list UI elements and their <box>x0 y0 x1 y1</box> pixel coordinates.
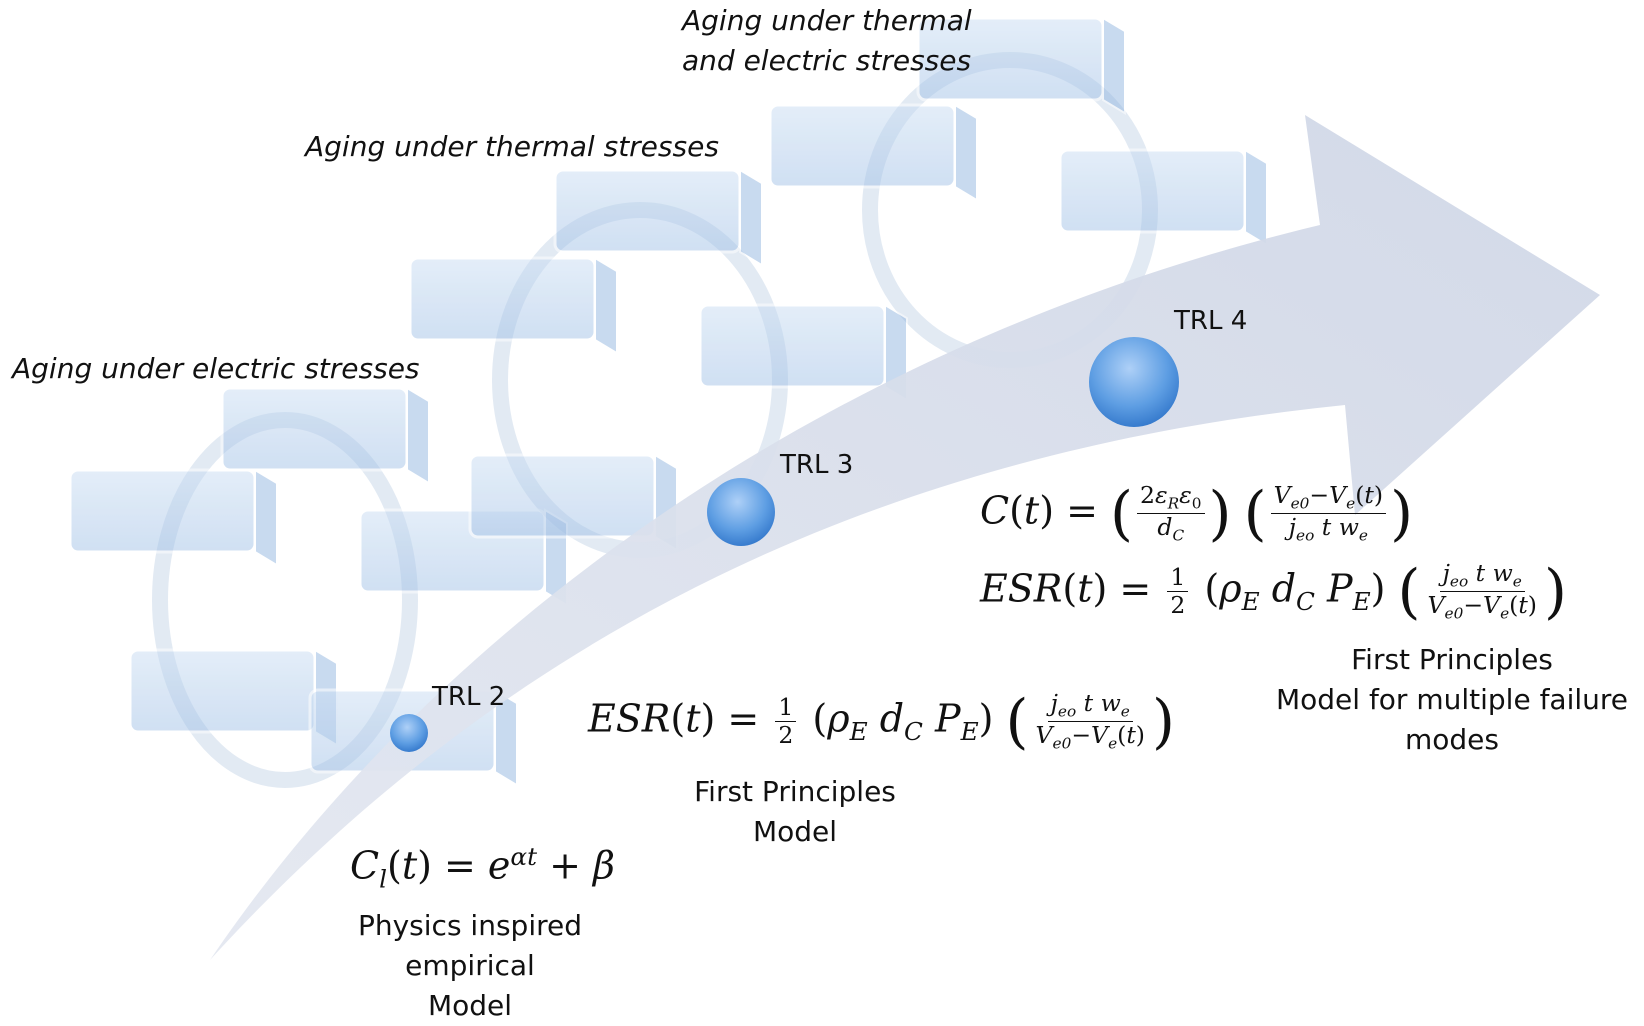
model-first-principles: First Principles Model <box>665 772 925 852</box>
trl4-label: TRL 4 <box>1174 306 1248 336</box>
model-first-principles-line2: Model <box>752 815 838 848</box>
model-multi-failure: First Principles Model for multiple fail… <box>1262 640 1642 760</box>
equation-empirical: Cl(t) = eαt + β <box>350 842 615 894</box>
model-multi-failure-line3: modes <box>1405 723 1499 756</box>
model-multi-failure-line1: First Principles <box>1351 643 1553 676</box>
title-electric-stresses: Aging under electric stresses <box>12 352 420 385</box>
cycle-box <box>768 103 978 202</box>
cycle-box <box>553 168 763 267</box>
trl3-label: TRL 3 <box>780 450 854 480</box>
cycle-box <box>68 468 278 567</box>
trl2-sphere <box>390 714 428 752</box>
model-empirical-line2: empirical <box>405 949 535 982</box>
model-first-principles-line1: First Principles <box>694 775 896 808</box>
title-combined-line1: Aging under thermal <box>682 4 972 37</box>
cycle-box <box>916 16 1126 115</box>
model-empirical-line3: Model <box>427 989 513 1022</box>
cycle-box <box>698 303 908 402</box>
title-combined-line2: and electric stresses <box>682 44 972 77</box>
title-thermal-stresses: Aging under thermal stresses <box>305 130 719 163</box>
cycle-box <box>128 648 338 747</box>
progress-arrow <box>210 115 1600 960</box>
trl4-sphere <box>1089 337 1179 427</box>
cycle-box <box>1058 148 1268 247</box>
cycle-box <box>408 256 618 355</box>
trl3-sphere <box>707 478 775 546</box>
cycle-box <box>220 386 430 485</box>
model-multi-failure-line2: Model for multiple failure <box>1275 683 1629 716</box>
trl2-label: TRL 2 <box>432 682 506 712</box>
model-empirical: Physics inspired empirical Model <box>340 906 600 1026</box>
model-empirical-line1: Physics inspired <box>357 909 582 942</box>
